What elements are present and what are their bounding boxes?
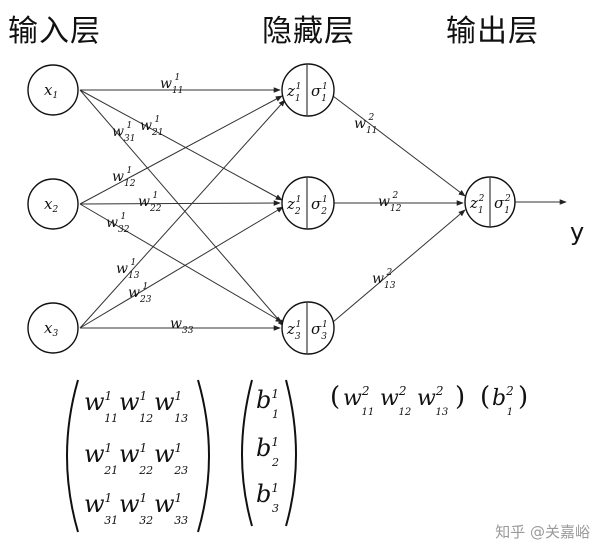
hidden-node-3: z31 σ31: [281, 301, 335, 355]
hidden-layer-title: 隐藏层: [262, 14, 355, 49]
weight-label: w132: [372, 268, 396, 291]
edge-x1-h3: [79, 89, 285, 327]
b1-right-paren: [285, 379, 297, 527]
output-y-label: y: [570, 218, 584, 246]
hidden-to-output-edges: [332, 95, 567, 323]
weight-label: w231: [128, 282, 152, 305]
edge-x3-h1: [79, 99, 286, 329]
w1-left-paren: [66, 379, 79, 533]
svg-text:b21: b21: [492, 384, 514, 418]
svg-text:(: (: [330, 382, 340, 412]
input-node-2: [27, 178, 79, 230]
edge-x2-h3: [79, 203, 283, 323]
input-label-3: x3: [44, 319, 58, 339]
svg-text:σ11: σ11: [311, 82, 328, 104]
weight-label: w131: [116, 258, 140, 281]
edge-weight-labels: w111 w211 w311 w121 w221 w321 w131 w231 …: [106, 73, 402, 336]
w1-right-paren: [197, 379, 210, 533]
edge-x3-h2: [79, 206, 284, 329]
input-label-1: x1: [44, 81, 58, 101]
edge-h1-out: [332, 95, 466, 197]
weight-label: w122: [378, 191, 402, 214]
svg-text:(: (: [480, 382, 490, 412]
weight-label: w121: [112, 166, 136, 189]
output-layer-title: 输出层: [446, 14, 539, 49]
input-nodes: x1 x2 x3: [27, 64, 79, 354]
svg-text:z11: z11: [286, 82, 301, 104]
input-node-3: [27, 302, 79, 354]
weight-label: w321: [106, 212, 130, 235]
svg-text:z21: z21: [286, 195, 301, 217]
weight-label: w211: [140, 115, 163, 138]
input-to-hidden-edges: [79, 87, 286, 331]
svg-text:σ21: σ21: [311, 195, 328, 217]
svg-text:): ): [455, 382, 465, 412]
edge-h3-out: [332, 209, 466, 323]
watermark: 知乎 @关嘉峪: [495, 523, 590, 541]
svg-text:σ31: σ31: [311, 320, 328, 342]
edge-x2-h1: [79, 95, 283, 205]
weight-label: w221: [138, 191, 162, 214]
output-node: z12 σ12: [464, 176, 516, 228]
edge-x1-h2: [79, 89, 283, 201]
svg-text:σ12: σ12: [494, 194, 511, 216]
svg-text:z12: z12: [469, 194, 485, 216]
weight-label: w112: [354, 113, 377, 136]
weight-label: w33: [170, 316, 194, 336]
svg-text:z31: z31: [286, 320, 301, 342]
hidden-node-1: z11 σ11: [281, 63, 335, 117]
input-node-1: [27, 64, 79, 116]
hidden-node-2: z21 σ21: [281, 176, 335, 230]
input-label-2: x2: [44, 195, 58, 215]
weight-label: w111: [160, 73, 183, 96]
edge-x2-h2: [79, 200, 281, 206]
b1-left-paren: [241, 379, 253, 527]
weight-label: w311: [112, 121, 135, 144]
svg-text:): ): [518, 382, 528, 412]
input-layer-title: 输入层: [8, 14, 101, 49]
hidden-nodes: z11 σ11 z21 σ21 z31 σ31: [281, 63, 335, 355]
